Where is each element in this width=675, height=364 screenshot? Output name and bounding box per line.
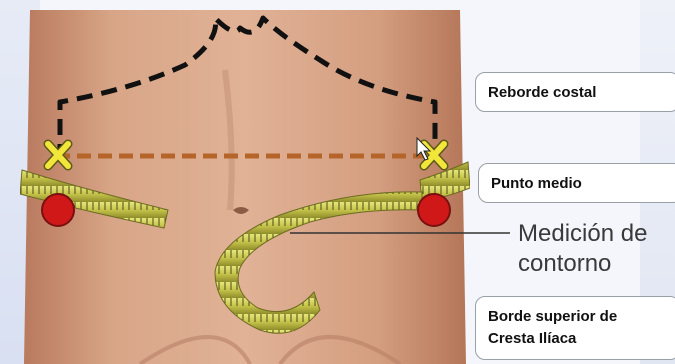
label-borde-cresta-iliaca: Borde superior de Cresta Ilíaca [475,296,675,360]
annotation-line2: contorno [518,249,647,279]
annotation-line1: Medición de [518,219,647,249]
label-punto-medio: Punto medio [478,163,675,203]
label-punto-medio-text: Punto medio [491,175,582,192]
annotation-medicion-contorno: Medición de contorno [518,219,647,279]
label-borde-line2: Cresta Ilíaca [488,328,576,350]
label-reborde-costal: Reborde costal [475,72,675,112]
label-borde-line1: Borde superior de [488,306,617,328]
label-reborde-costal-text: Reborde costal [488,84,596,101]
